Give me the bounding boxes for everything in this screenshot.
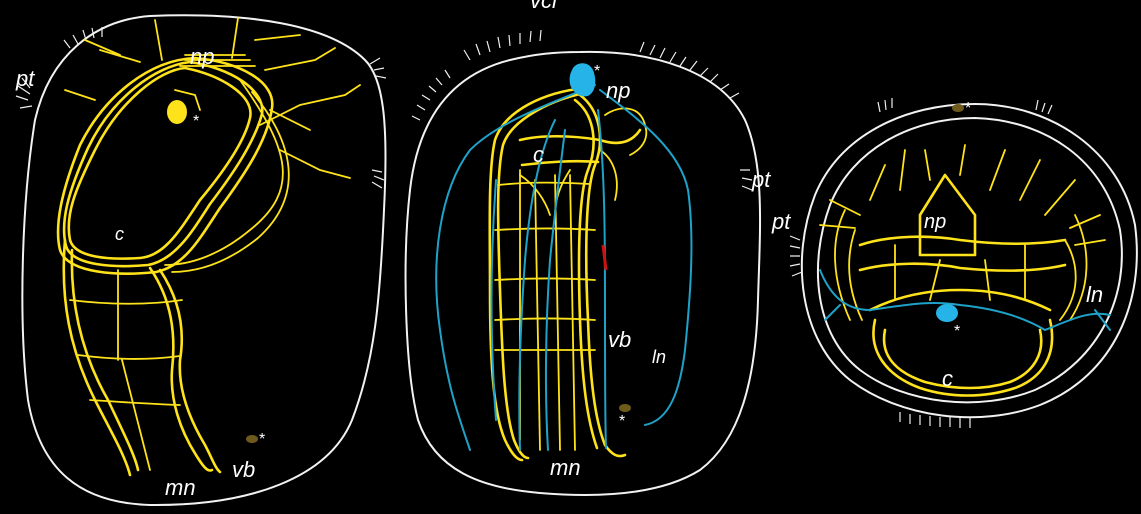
left-label-pt: pt [15, 66, 35, 91]
middle-label-np: np [606, 78, 630, 103]
panel-right: pt np ln c * * [771, 98, 1137, 428]
right-blue-cell [936, 304, 958, 322]
left-label-np: np [190, 44, 214, 69]
middle-marker [619, 404, 631, 412]
left-body-outline [22, 15, 385, 505]
right-label-ln: ln [1086, 282, 1103, 307]
middle-label-ln: ln [652, 347, 666, 367]
right-label-c: c [942, 366, 953, 391]
right-asterisk-cell: * [954, 323, 960, 340]
middle-body-outline [406, 52, 760, 495]
left-marker [246, 435, 258, 443]
middle-asterisk-marker: * [619, 413, 625, 430]
right-marker [952, 104, 964, 112]
middle-label-pt: pt [751, 167, 771, 192]
left-yellow-cell [167, 100, 187, 124]
right-label-pt: pt [771, 209, 791, 234]
panel-left: pt np c mn vb * * [15, 15, 386, 505]
right-inner-outline [818, 118, 1122, 402]
middle-lateral-nerves [436, 85, 691, 450]
panel-middle: vcl np c pt vb ln mn * * [406, 0, 772, 495]
middle-cilia [412, 30, 752, 190]
middle-blue-cell [570, 63, 596, 96]
middle-label-c: c [533, 142, 544, 167]
left-nerve-net [58, 18, 360, 475]
left-asterisk-marker: * [259, 431, 265, 448]
right-nerve-net [820, 145, 1105, 396]
middle-label-vb: vb [608, 327, 631, 352]
middle-nerve-net [490, 88, 647, 460]
left-label-vb: vb [232, 457, 255, 482]
middle-label-mn: mn [550, 455, 581, 480]
right-label-np: np [924, 211, 946, 233]
right-asterisk-marker: * [965, 100, 971, 117]
right-lateral-nerves [820, 270, 1110, 330]
left-label-mn: mn [165, 475, 196, 500]
middle-asterisk-cell: * [594, 63, 600, 80]
left-asterisk-cell: * [193, 113, 199, 130]
middle-label-top: vcl [530, 0, 558, 13]
left-label-c: c [115, 224, 124, 244]
